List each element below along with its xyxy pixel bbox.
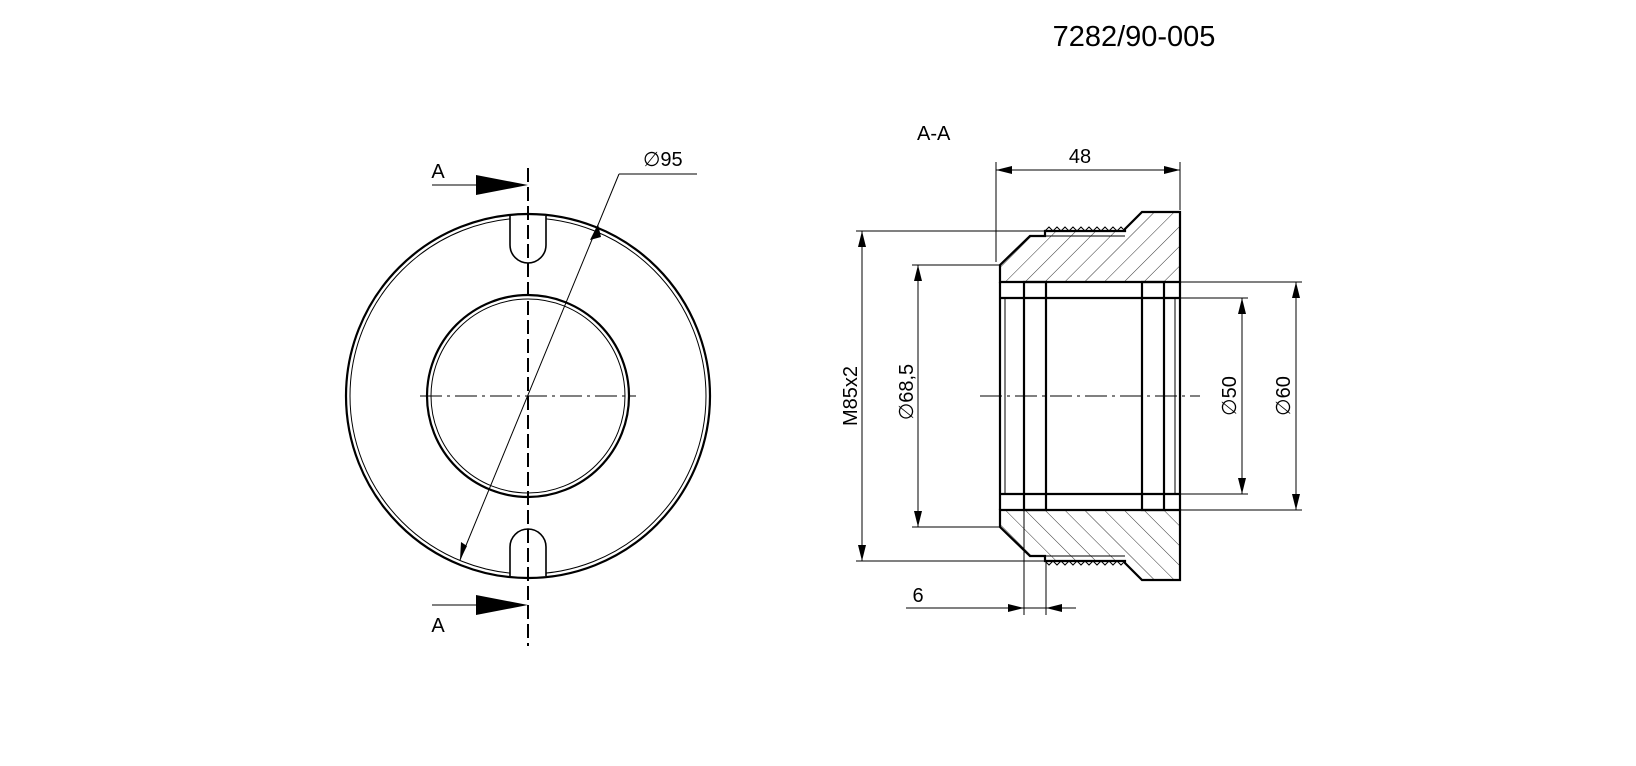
d1-arrow-top-icon <box>914 265 922 281</box>
length-label: 48 <box>1069 146 1091 168</box>
front-view: A A ∅95 <box>344 149 712 646</box>
d2-arrow-top-icon <box>1238 298 1246 314</box>
diameter-arrow-top-icon <box>590 224 601 240</box>
length-arrow-right-icon <box>1164 166 1180 174</box>
section-hatch-top <box>1000 212 1180 282</box>
outer-diameter-label: ∅95 <box>643 149 683 171</box>
length-arrow-left-icon <box>996 166 1012 174</box>
thread-bottom <box>1044 560 1126 566</box>
section-outline-top <box>998 210 1182 284</box>
section-arrow-top-icon <box>476 175 528 195</box>
diameter-arrow-bottom-icon <box>460 542 467 560</box>
d2-arrow-bottom-icon <box>1238 478 1246 494</box>
thread-top <box>1044 226 1126 232</box>
diameter-1-label: ∅68,5 <box>896 364 918 420</box>
thread-arrow-top-icon <box>858 231 866 247</box>
thread-len-arrow-left-icon <box>1008 604 1024 612</box>
diameter-2-label: ∅50 <box>1219 376 1241 416</box>
thread-length-label: 6 <box>912 585 923 607</box>
section-hatch-bottom <box>1000 510 1180 580</box>
section-outline-bottom <box>998 508 1182 582</box>
section-hatch-bottom-group <box>1000 510 1180 580</box>
section-view: A-A 48 <box>840 123 1302 615</box>
section-marker-top: A <box>431 161 445 183</box>
drawing-number: 7282/90-005 <box>1053 21 1216 53</box>
section-arrow-bottom-icon <box>476 595 528 615</box>
thread-arrow-bottom-icon <box>858 545 866 561</box>
section-marker-bottom: A <box>431 615 445 637</box>
d1-arrow-bottom-icon <box>914 511 922 527</box>
diameter-3-label: ∅60 <box>1273 376 1295 416</box>
thread-label: M85x2 <box>840 366 862 426</box>
thread-len-arrow-right-icon <box>1046 604 1062 612</box>
d3-arrow-top-icon <box>1292 282 1300 298</box>
d3-arrow-bottom-icon <box>1292 494 1300 510</box>
section-title: A-A <box>917 123 951 145</box>
